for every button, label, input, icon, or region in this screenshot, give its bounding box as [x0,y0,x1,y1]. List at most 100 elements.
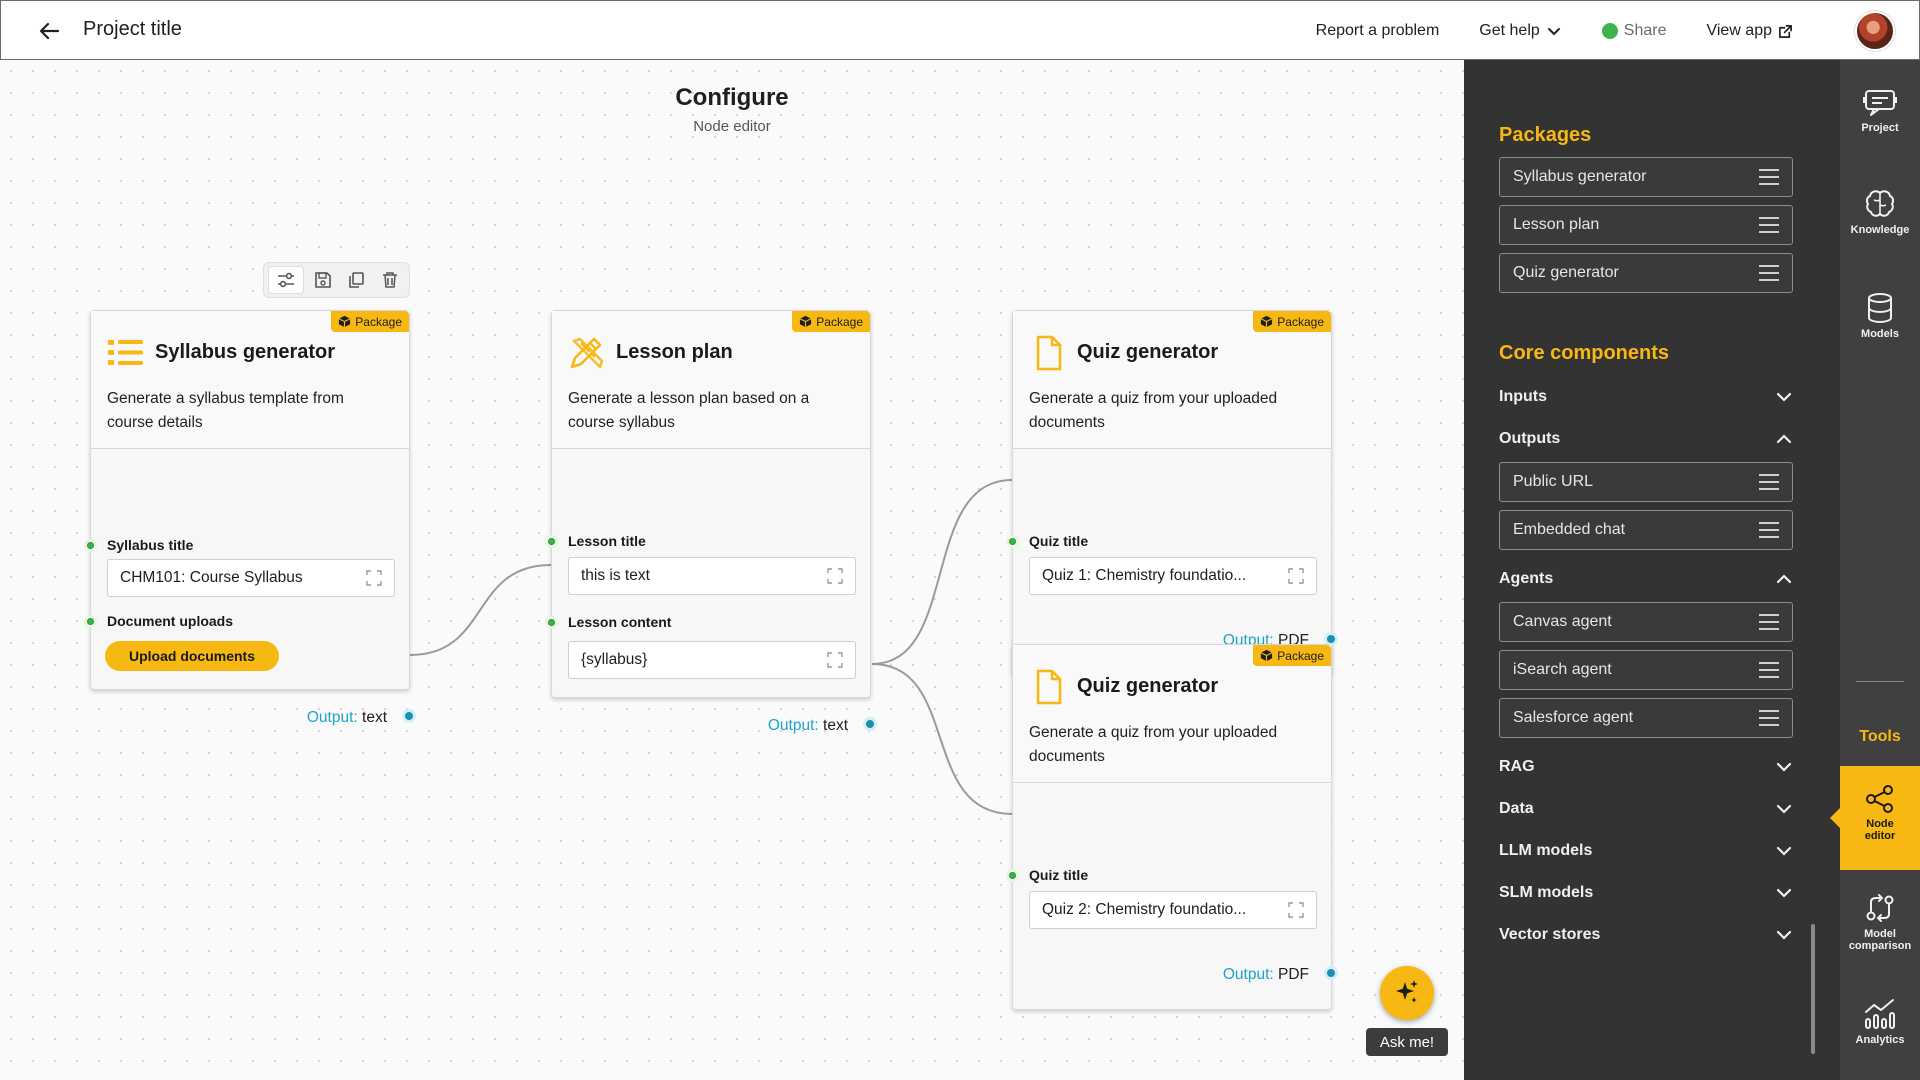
package-item[interactable]: Quiz generator [1499,253,1793,293]
node-syllabus-generator[interactable]: Package Syllabus generator Generate a sy… [84,310,416,726]
avatar[interactable] [1855,11,1895,51]
rail-item-models[interactable]: Models [1840,292,1920,340]
field-label: Lesson title [568,533,646,549]
output-label: Output: [306,709,358,726]
input-port[interactable] [1006,869,1019,882]
component-item[interactable]: Salesforce agent [1499,698,1793,738]
back-button[interactable] [35,17,63,45]
drag-handle-icon[interactable] [1759,265,1779,281]
wire-lesson-to-quiz1 [871,479,1013,665]
share-label: Share [1623,22,1667,39]
category-data[interactable]: Data [1499,800,1793,818]
component-item[interactable]: iSearch agent [1499,650,1793,690]
report-problem-link[interactable]: Report a problem [1316,22,1440,40]
chevron-down-icon [1776,846,1792,856]
category-llm-models[interactable]: LLM models [1499,842,1793,860]
drag-handle-icon[interactable] [1759,662,1779,678]
category-outputs[interactable]: Outputs [1499,430,1793,448]
ask-me-button[interactable] [1380,966,1434,1020]
drag-handle-icon[interactable] [1759,710,1779,726]
input-port[interactable] [1006,535,1019,548]
chevron-up-icon [1776,434,1792,444]
get-help-menu[interactable]: Get help [1479,22,1561,40]
expand-icon[interactable] [827,568,843,584]
drag-handle-icon[interactable] [1759,522,1779,538]
drag-handle-icon[interactable] [1759,217,1779,233]
lesson-title-input[interactable]: this is text [568,557,856,595]
field-label: Quiz title [1029,867,1089,883]
component-item[interactable]: Canvas agent [1499,602,1793,642]
input-port[interactable] [84,615,97,628]
rail-item-project[interactable]: Project [1840,86,1920,134]
chevron-down-icon [1547,28,1560,36]
syllabus-title-input[interactable]: CHM101: Course Syllabus [107,559,395,597]
category-agents[interactable]: Agents [1499,570,1793,588]
input-port[interactable] [545,535,558,548]
node-description: Generate a quiz from your uploaded docum… [1029,724,1278,765]
component-item[interactable]: Public URL [1499,462,1793,502]
output-label: Output: [1222,966,1274,983]
node-canvas[interactable]: Configure Node editor Package Syllabus g… [0,60,1464,1080]
rail-item-analytics[interactable]: Analytics [1840,998,1920,1046]
output-port[interactable] [1324,966,1338,980]
node-duplicate-button[interactable] [341,266,371,294]
drag-handle-icon[interactable] [1759,474,1779,490]
input-port[interactable] [84,539,97,552]
field-value: this is text [581,567,650,584]
input-port[interactable] [545,616,558,629]
category-inputs[interactable]: Inputs [1499,388,1793,406]
ask-me-label: Ask me! [1366,1028,1448,1056]
view-app-link[interactable]: View app [1706,22,1793,40]
category-slm-models[interactable]: SLM models [1499,884,1793,902]
expand-icon[interactable] [827,652,843,668]
panel-scrollbar[interactable] [1811,924,1815,1054]
share-button[interactable]: Share [1601,22,1667,40]
quiz-title-input[interactable]: Quiz 1: Chemistry foundatio... [1029,557,1317,595]
package-item[interactable]: Lesson plan [1499,205,1793,245]
component-item-label: Public URL [1513,473,1594,490]
output-port[interactable] [863,717,877,731]
node-save-button[interactable] [308,266,338,294]
field-value: {syllabus} [581,651,648,668]
category-label: Vector stores [1499,926,1601,943]
node-quiz-generator-2[interactable]: Package Quiz generator Generate a quiz f… [1006,644,1338,1010]
drag-handle-icon[interactable] [1759,614,1779,630]
node-quiz-generator-1[interactable]: Package Quiz generator Generate a quiz f… [1006,310,1338,676]
package-icon [799,315,812,328]
component-item[interactable]: Embedded chat [1499,510,1793,550]
package-item[interactable]: Syllabus generator [1499,157,1793,197]
nav-rail: Project Knowledge Models Tools Node edit… [1830,60,1920,1080]
package-badge-label: Package [1277,314,1324,329]
output-port[interactable] [402,709,416,723]
quiz-title-input[interactable]: Quiz 2: Chemistry foundatio... [1029,891,1317,929]
chevron-down-icon [1776,392,1792,402]
brain-icon [1865,190,1895,217]
rail-separator [1856,681,1904,682]
node-header: Package Quiz generator Generate a quiz f… [1013,645,1331,783]
node-delete-button[interactable] [375,266,405,294]
package-icon [1260,315,1273,328]
node-settings-button[interactable] [268,266,304,294]
node-lesson-plan[interactable]: Package Lesson plan Generate a lesson pl… [545,310,877,734]
analytics-chart-icon [1865,999,1895,1029]
drag-handle-icon[interactable] [1759,169,1779,185]
category-rag[interactable]: RAG [1499,758,1793,776]
upload-documents-button[interactable]: Upload documents [105,641,279,671]
expand-icon[interactable] [1288,902,1304,918]
rail-item-knowledge[interactable]: Knowledge [1840,188,1920,236]
component-item-label: iSearch agent [1513,661,1612,678]
node-toolbar [263,262,410,298]
project-title[interactable]: Project title [83,18,182,40]
expand-icon[interactable] [1288,568,1304,584]
rail-item-model-comparison[interactable]: Model comparison [1840,892,1920,952]
sliders-icon [277,272,294,288]
node-description: Generate a quiz from your uploaded docum… [1029,390,1278,431]
copy-icon [349,272,365,288]
arrow-left-icon [39,22,60,40]
rail-item-node-editor[interactable]: Node editor [1840,784,1920,842]
node-description: Generate a lesson plan based on a course… [568,390,810,431]
category-vector-stores[interactable]: Vector stores [1499,926,1793,944]
expand-icon[interactable] [366,570,382,586]
compare-arrows-icon [1866,894,1894,922]
lesson-content-input[interactable]: {syllabus} [568,641,856,679]
